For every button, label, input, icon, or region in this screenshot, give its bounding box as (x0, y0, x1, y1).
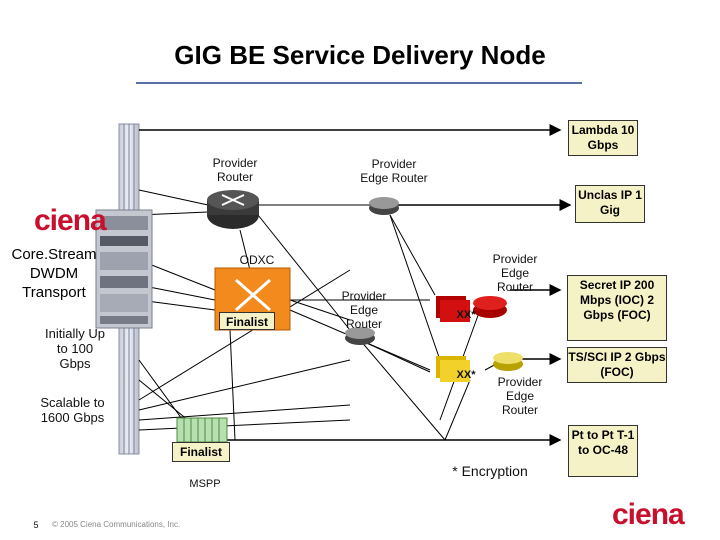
page-number: 5 (33, 520, 39, 530)
edge-router-yellow-device (493, 352, 523, 371)
capacity-initial-label: Initially Up to 100 Gbps (45, 326, 105, 371)
capacity-scalable-label: Scalable to 1600 Gbps (40, 395, 105, 425)
ciena-logo-top: ciena (34, 204, 107, 237)
pt-to-pt-service-box: Pt to Pt T-1 to OC-48 (568, 425, 638, 477)
xx-lower-device (436, 356, 470, 382)
unclas-service-box: Unclas IP 1 Gig (575, 185, 645, 223)
edge-router-mid-device (345, 327, 375, 345)
slide-title: GIG BE Service Delivery Node (174, 40, 546, 70)
title-rule (136, 82, 582, 84)
ciena-logo-bottom: ciena (612, 498, 685, 531)
finalist-bottom-label: Finalist (172, 442, 230, 462)
edge-router-mid-label: Provider Edge Router (341, 289, 387, 331)
edge-router-top-label: Provider Edge Router (360, 157, 428, 185)
tssci-service-box: TS/SCI IP 2 Gbps (FOC) (567, 347, 667, 383)
copyright-text: © 2005 Ciena Communications, Inc. (52, 520, 181, 529)
provider-router-device (207, 190, 259, 229)
finalist-bottom-device (176, 417, 228, 443)
xx-lower-label: XX* (456, 369, 476, 381)
encryption-footnote: * Encryption (452, 463, 528, 479)
edge-router-right-bottom-label: Provider Edge Router (497, 375, 543, 417)
xx-upper-device (436, 296, 470, 322)
edge-router-red-device (473, 296, 507, 318)
corestream-rack (95, 209, 153, 329)
edge-router-top-device (369, 197, 399, 215)
secret-service-box: Secret IP 200 Mbps (IOC) 2 Gbps (FOC) (567, 275, 667, 341)
corestream-label: Core.Stream DWDM Transport (11, 246, 97, 301)
edge-router-right-top-label: Provider Edge Router (492, 252, 538, 294)
provider-router-label: Provider Router (212, 156, 258, 184)
fan-wires (138, 189, 501, 441)
xx-upper-label: XX* (456, 309, 476, 321)
lambda-service-box: Lambda 10 Gbps (568, 120, 638, 156)
mspp-label: MSPP (189, 478, 221, 490)
odxc-label: ODXC (239, 253, 275, 267)
finalist-mid-label: Finalist (219, 312, 275, 330)
